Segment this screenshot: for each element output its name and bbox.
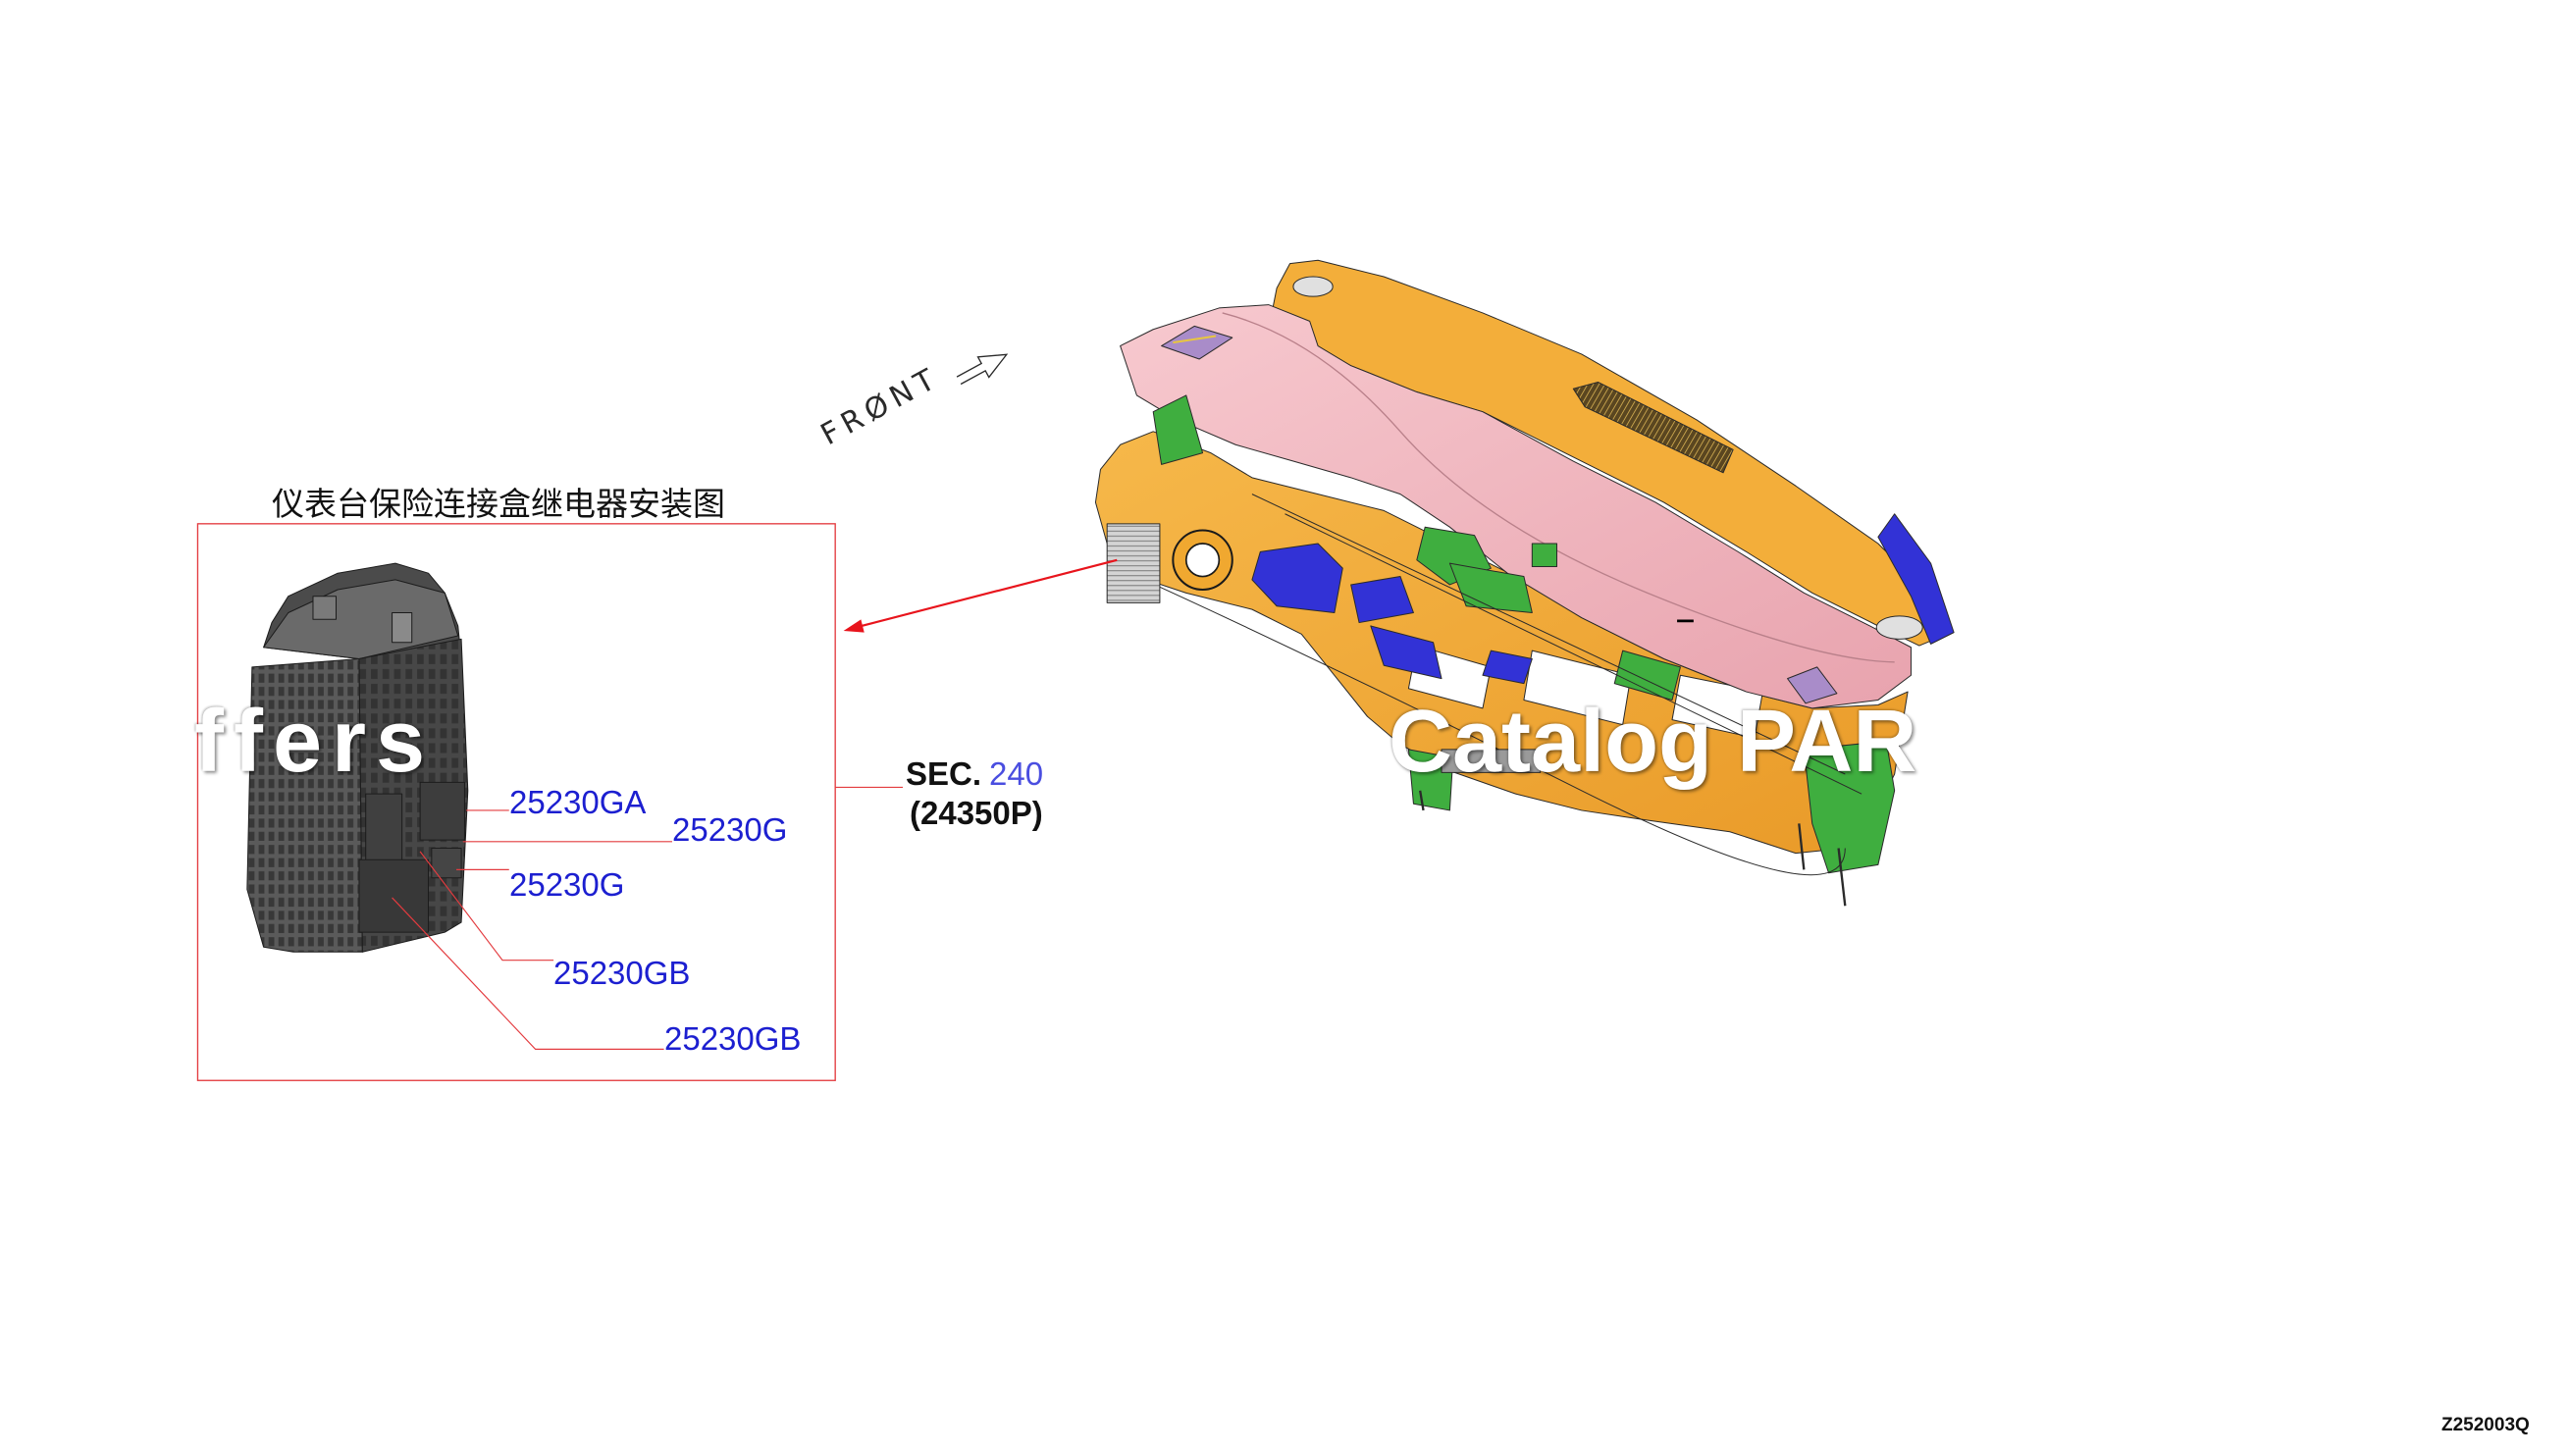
defrost-vent-grille <box>1572 381 1734 474</box>
part-label-25230g-left[interactable]: 25230G <box>509 866 625 903</box>
section-reference-link[interactable]: SEC.240 <box>906 755 1043 793</box>
lower-duct <box>1350 576 1414 624</box>
fuse-box-top-connector <box>392 611 413 644</box>
part-label-25230g-right[interactable]: 25230G <box>672 811 788 848</box>
lower-frame-edge <box>1136 576 1846 876</box>
center-bracket <box>1613 650 1681 701</box>
front-direction-arrow-icon <box>956 353 1009 386</box>
support-strut <box>1837 848 1847 907</box>
location-arrow <box>843 558 1118 633</box>
steering-support-block <box>1251 543 1343 613</box>
detail-callout-box <box>196 523 836 1081</box>
dashboard-illustration <box>1094 259 1955 907</box>
cross-car-beam <box>1251 494 1846 775</box>
right-side-vent <box>1787 666 1838 704</box>
crash-pad-ridge-line <box>1222 312 1895 663</box>
left-side-vent <box>1161 325 1233 360</box>
dashboard-back-edge-trim <box>1877 513 1955 645</box>
diagram-title: 仪表台保险连接盒继电器安装图 <box>272 485 725 523</box>
leader-lines <box>392 786 904 1050</box>
lower-trim-bar <box>1441 749 1542 773</box>
section-reference-number: 240 <box>989 755 1044 792</box>
center-bracket <box>1448 562 1533 613</box>
relay-25230gb <box>358 858 430 933</box>
fuse-box-illustration <box>246 562 469 953</box>
leader-line-25230gb-lower <box>392 897 664 1050</box>
steering-column-ring-inner <box>1184 543 1221 578</box>
support-strut <box>1798 823 1806 870</box>
small-bracket <box>1531 543 1558 567</box>
left-speaker-grille <box>1292 276 1334 297</box>
part-label-25230ga[interactable]: 25230GA <box>509 784 647 820</box>
leader-line-25230gb-upper <box>419 851 554 962</box>
left-end-bracket <box>1152 394 1204 465</box>
relay-25230ga <box>419 781 465 841</box>
right-end-bracket <box>1803 740 1896 874</box>
section-reference-code[interactable]: (24350P) <box>910 795 1043 831</box>
part-label-25230gb-upper[interactable]: 25230GB <box>553 955 691 991</box>
location-arrow-head <box>843 619 865 633</box>
lower-duct <box>1370 625 1442 680</box>
fuse-box-top-connector <box>312 596 337 620</box>
left-side-vent-slat <box>1173 335 1217 344</box>
dashboard-crash-pad <box>1120 304 1912 709</box>
junction-box-location <box>1106 523 1161 603</box>
location-arrow-shaft <box>861 558 1118 627</box>
watermark-text-left: ffers <box>194 693 436 791</box>
support-strut <box>1419 790 1425 811</box>
right-speaker-grille <box>1875 615 1923 640</box>
illustration-code: Z252003Q <box>2441 1415 2530 1435</box>
section-reference-prefix: SEC. <box>906 755 982 792</box>
part-label-25230gb-lower[interactable]: 25230GB <box>664 1020 802 1057</box>
relay-25230g <box>365 793 403 869</box>
cross-car-beam <box>1285 513 1862 795</box>
watermark-text-right: Catalog PAR <box>1389 693 1917 791</box>
lower-duct <box>1482 650 1533 685</box>
